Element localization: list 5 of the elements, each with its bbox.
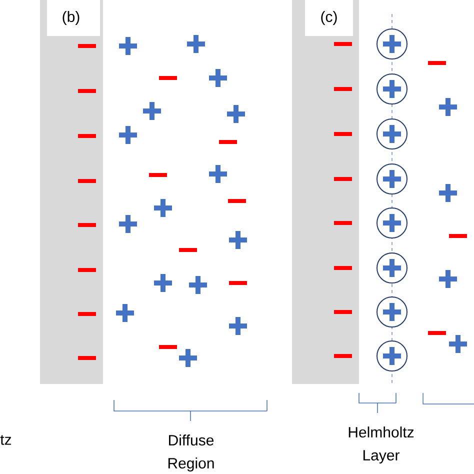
panel-label: (b) — [62, 11, 80, 25]
region-label: Diffuse Region — [168, 434, 214, 472]
panel-label: (c) — [321, 11, 337, 25]
region-label: Helmholtz Layer — [348, 426, 414, 464]
region-label: tz — [0, 435, 12, 445]
